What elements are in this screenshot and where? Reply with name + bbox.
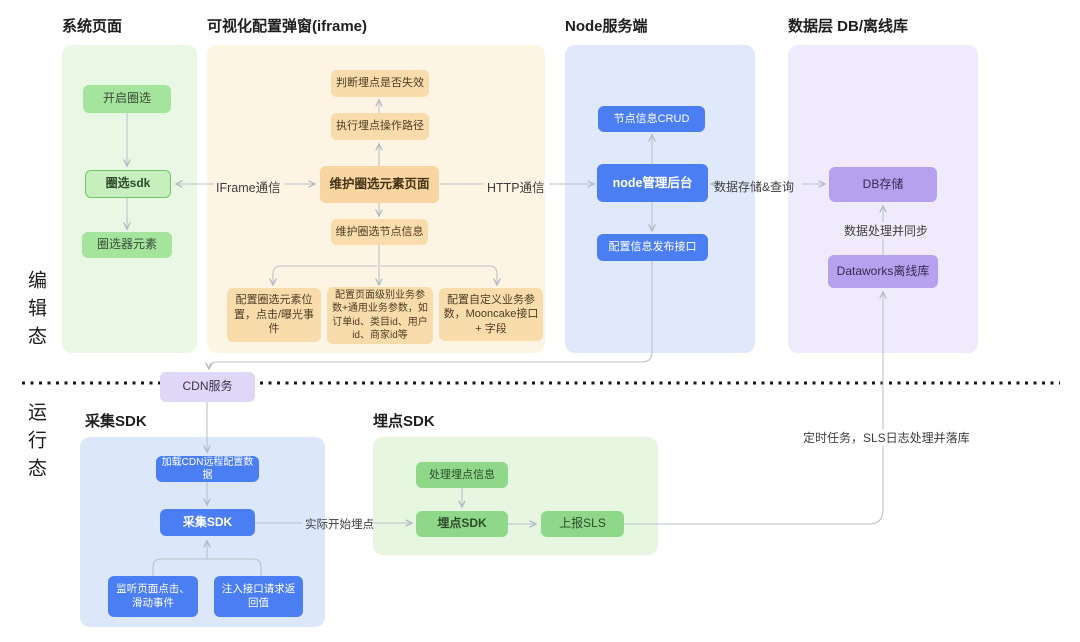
node-track-sdk: 埋点SDK bbox=[416, 511, 508, 537]
node-collect-sdk: 采集SDK bbox=[160, 509, 255, 536]
edge-label-http-comm: HTTP通信 bbox=[487, 181, 545, 195]
node-config-custom: 配置自定义业务参数，Mooncake接口 + 字段 bbox=[439, 288, 543, 341]
node-check-invalid: 判断埋点是否失效 bbox=[331, 70, 429, 97]
edge-label-storage-query: 数据存储&查询 bbox=[714, 180, 795, 194]
section-title-iframe-config: 可视化配置弹窗(iframe) bbox=[207, 18, 368, 35]
node-report-sls: 上报SLS bbox=[541, 511, 624, 537]
node-listen-events: 监听页面点击、滑动事件 bbox=[108, 576, 198, 617]
edge-label-cron: 定时任务，SLS日志处理并落库 bbox=[800, 429, 973, 446]
node-inject-api: 注入接口请求返回值 bbox=[214, 576, 303, 617]
lane-label-edit-mode: 编辑态 bbox=[25, 270, 46, 354]
section-title-data-layer: 数据层 DB/离线库 bbox=[788, 18, 909, 35]
node-exec-path: 执行埋点操作路径 bbox=[331, 113, 429, 140]
node-maintain-node: 维护圈选节点信息 bbox=[331, 219, 428, 245]
node-publish-api: 配置信息发布接口 bbox=[597, 234, 708, 261]
node-config-position: 配置圈选元素位置，点击/曝光事件 bbox=[227, 288, 321, 342]
section-title-system-page: 系统页面 bbox=[62, 18, 123, 35]
node-process-info: 处理埋点信息 bbox=[416, 462, 508, 488]
node-crud: 节点信息CRUD bbox=[598, 106, 705, 132]
node-selector-element: 圈选器元素 bbox=[82, 232, 172, 258]
node-dataworks: Dataworks离线库 bbox=[828, 255, 938, 288]
node-load-cdn: 加载CDN远程配置数据 bbox=[156, 456, 259, 482]
node-maintain-page: 维护圈选元素页面 bbox=[320, 166, 439, 203]
node-db-storage: DB存储 bbox=[829, 167, 937, 202]
section-title-collect-sdk: 采集SDK bbox=[85, 413, 147, 430]
node-config-params: 配置页面级别业务参数+通用业务参数，如订单id、类目id、用户id、商家id等 bbox=[327, 287, 433, 344]
node-admin: node管理后台 bbox=[597, 164, 708, 202]
lane-label-run-mode: 运行态 bbox=[25, 402, 46, 486]
edge-label-start-track: 实际开始埋点 bbox=[305, 519, 374, 531]
node-start-select: 开启圈选 bbox=[83, 85, 171, 113]
section-title-node-server: Node服务端 bbox=[565, 18, 648, 35]
section-title-track-sdk: 埋点SDK bbox=[373, 413, 435, 430]
edge-label-iframe-comm: IFrame通信 bbox=[216, 181, 281, 195]
edge-label-sync: 数据处理并同步 bbox=[841, 222, 932, 239]
node-cdn-service: CDN服务 bbox=[160, 372, 255, 402]
node-select-sdk: 圈选sdk bbox=[85, 170, 171, 198]
